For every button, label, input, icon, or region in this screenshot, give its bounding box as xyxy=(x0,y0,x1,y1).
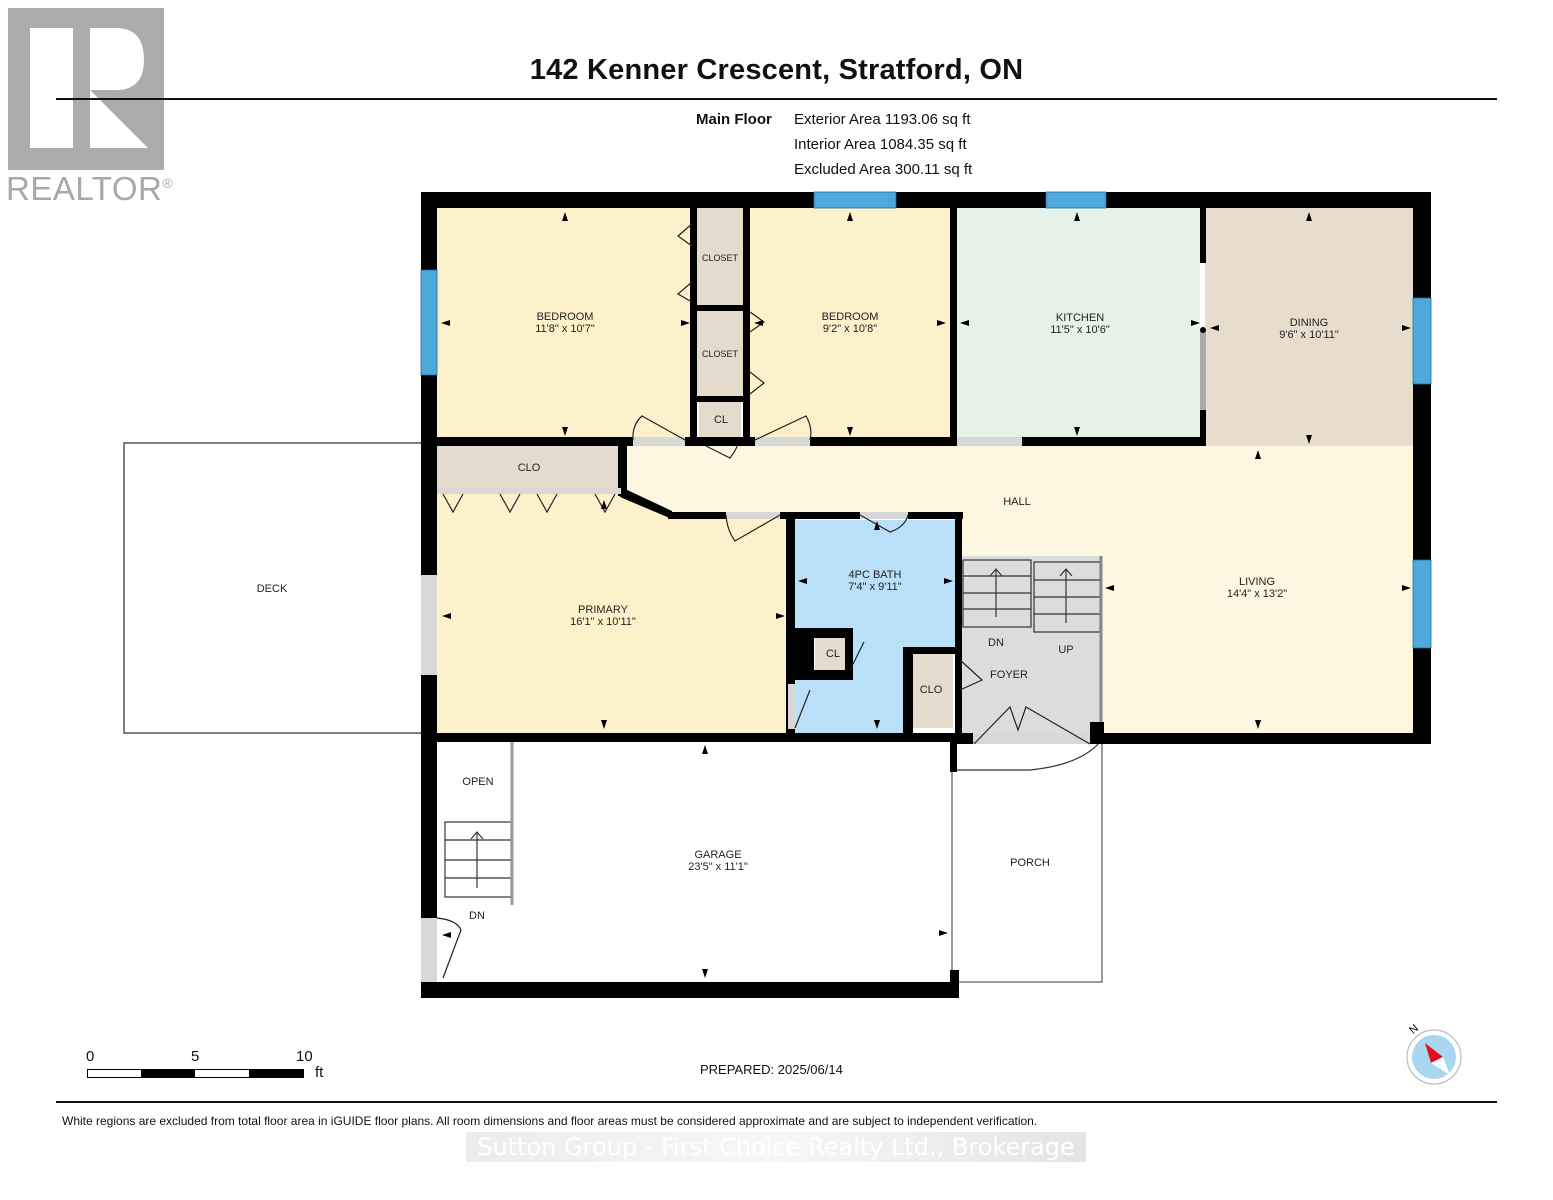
compass-icon: N xyxy=(1406,1022,1462,1085)
windows xyxy=(420,191,1432,649)
room-garage: GARAGE 23'5" x 11'1" xyxy=(688,849,748,873)
scale-tick-0: 0 xyxy=(86,1048,95,1065)
bedroom-2-floor xyxy=(750,208,950,440)
room-kitchen: KITCHEN 11'5" x 10'6" xyxy=(1050,312,1110,336)
scale-tick-10: 10 xyxy=(296,1048,313,1065)
cl-bath-floor xyxy=(815,637,850,672)
scale-bar-graphic xyxy=(87,1069,304,1078)
disclaimer-text: White regions are excluded from total fl… xyxy=(62,1114,1038,1128)
label-open: OPEN xyxy=(462,776,494,788)
label-stair-down: DN xyxy=(988,637,1004,649)
room-dimensions: 23'5" x 11'1" xyxy=(688,861,748,873)
primary-floor xyxy=(437,493,788,733)
stairs-foyer xyxy=(962,556,1103,735)
label-hall: HALL xyxy=(1003,496,1031,508)
label-stair-up: UP xyxy=(1058,644,1074,656)
footer-divider xyxy=(56,1101,1497,1103)
room-dimensions: 9'2" x 10'8" xyxy=(822,323,878,335)
realtor-wordmark: REALTOR® xyxy=(6,170,174,207)
room-bedroom-2: BEDROOM 9'2" x 10'8" xyxy=(822,311,879,335)
room-name: 4PC BATH xyxy=(848,569,902,581)
prepared-date: PREPARED: 2025/06/14 xyxy=(700,1062,843,1077)
room-dining: DINING 9'6" x 10'11" xyxy=(1279,317,1339,341)
room-bath: 4PC BATH 7'4" x 9'11" xyxy=(848,569,901,593)
room-name: DINING xyxy=(1289,317,1329,329)
closet-1-floor xyxy=(697,208,743,306)
clo-foyer-floor xyxy=(913,653,953,728)
label-porch: PORCH xyxy=(1010,857,1050,869)
clo-primary-floor xyxy=(437,446,621,492)
dining-floor xyxy=(1205,208,1413,448)
room-bedroom-1: BEDROOM 11'8" x 10'7" xyxy=(535,311,595,335)
room-dimensions: 9'6" x 10'11" xyxy=(1279,329,1339,341)
label-clo-foyer: CLO xyxy=(919,684,943,696)
room-living: LIVING 14'4" x 13'2" xyxy=(1227,576,1287,600)
excluded-area: Excluded Area 300.11 sq ft xyxy=(794,161,973,178)
exterior-area: Exterior Area 1193.06 sq ft xyxy=(794,111,971,128)
room-name: GARAGE xyxy=(694,849,742,861)
label-foyer: FOYER xyxy=(990,669,1028,681)
living-floor xyxy=(1102,446,1413,733)
label-cl-bath: CL xyxy=(825,648,841,660)
label-clo-primary: CLO xyxy=(517,462,541,474)
bath-floor xyxy=(795,520,955,733)
garage-floor xyxy=(440,742,950,982)
compass: N xyxy=(1402,1020,1466,1091)
dimension-arrows xyxy=(441,212,1411,978)
scale-unit: ft xyxy=(315,1064,324,1081)
header-divider xyxy=(56,98,1497,100)
label-garage-down: DN xyxy=(469,910,485,922)
realtor-r-icon xyxy=(8,8,164,170)
room-name: LIVING xyxy=(1238,576,1276,588)
room-dimensions: 11'8" x 10'7" xyxy=(535,323,595,335)
closet-2-floor xyxy=(697,310,743,398)
room-name: PRIMARY xyxy=(578,604,628,616)
stairs-garage xyxy=(444,740,514,905)
door-openings xyxy=(421,330,1206,982)
room-primary: PRIMARY 16'1" x 10'11" xyxy=(570,604,636,628)
deck-area xyxy=(123,442,425,734)
room-dimensions: 14'4" x 13'2" xyxy=(1226,588,1288,600)
room-dimensions: 16'1" x 10'11" xyxy=(570,616,636,628)
room-name: BEDROOM xyxy=(536,311,594,323)
room-name: KITCHEN xyxy=(1055,312,1105,324)
floor-label: Main Floor xyxy=(696,111,772,128)
scale-tick-5: 5 xyxy=(191,1048,200,1065)
bedroom-1-floor xyxy=(437,208,694,440)
room-dimensions: 7'4" x 9'11" xyxy=(848,581,902,593)
property-title: 142 Kenner Crescent, Stratford, ON xyxy=(529,54,1024,86)
kitchen-floor xyxy=(957,208,1200,440)
label-deck: DECK xyxy=(256,583,288,595)
door-swings xyxy=(436,223,1091,979)
interior-area: Interior Area 1084.35 sq ft xyxy=(794,136,967,153)
brokerage-watermark: Sutton Group - First Choice Realty Ltd.,… xyxy=(466,1132,1086,1162)
cl-hall-floor xyxy=(699,401,741,438)
room-dimensions: 11'5" x 10'6" xyxy=(1050,324,1110,336)
label-closet-2: CLOSET xyxy=(701,349,739,359)
room-name: BEDROOM xyxy=(821,311,879,323)
realtor-logo xyxy=(8,8,164,175)
label-cl-hall: CL xyxy=(713,414,729,426)
label-closet-1: CLOSET xyxy=(701,253,739,263)
